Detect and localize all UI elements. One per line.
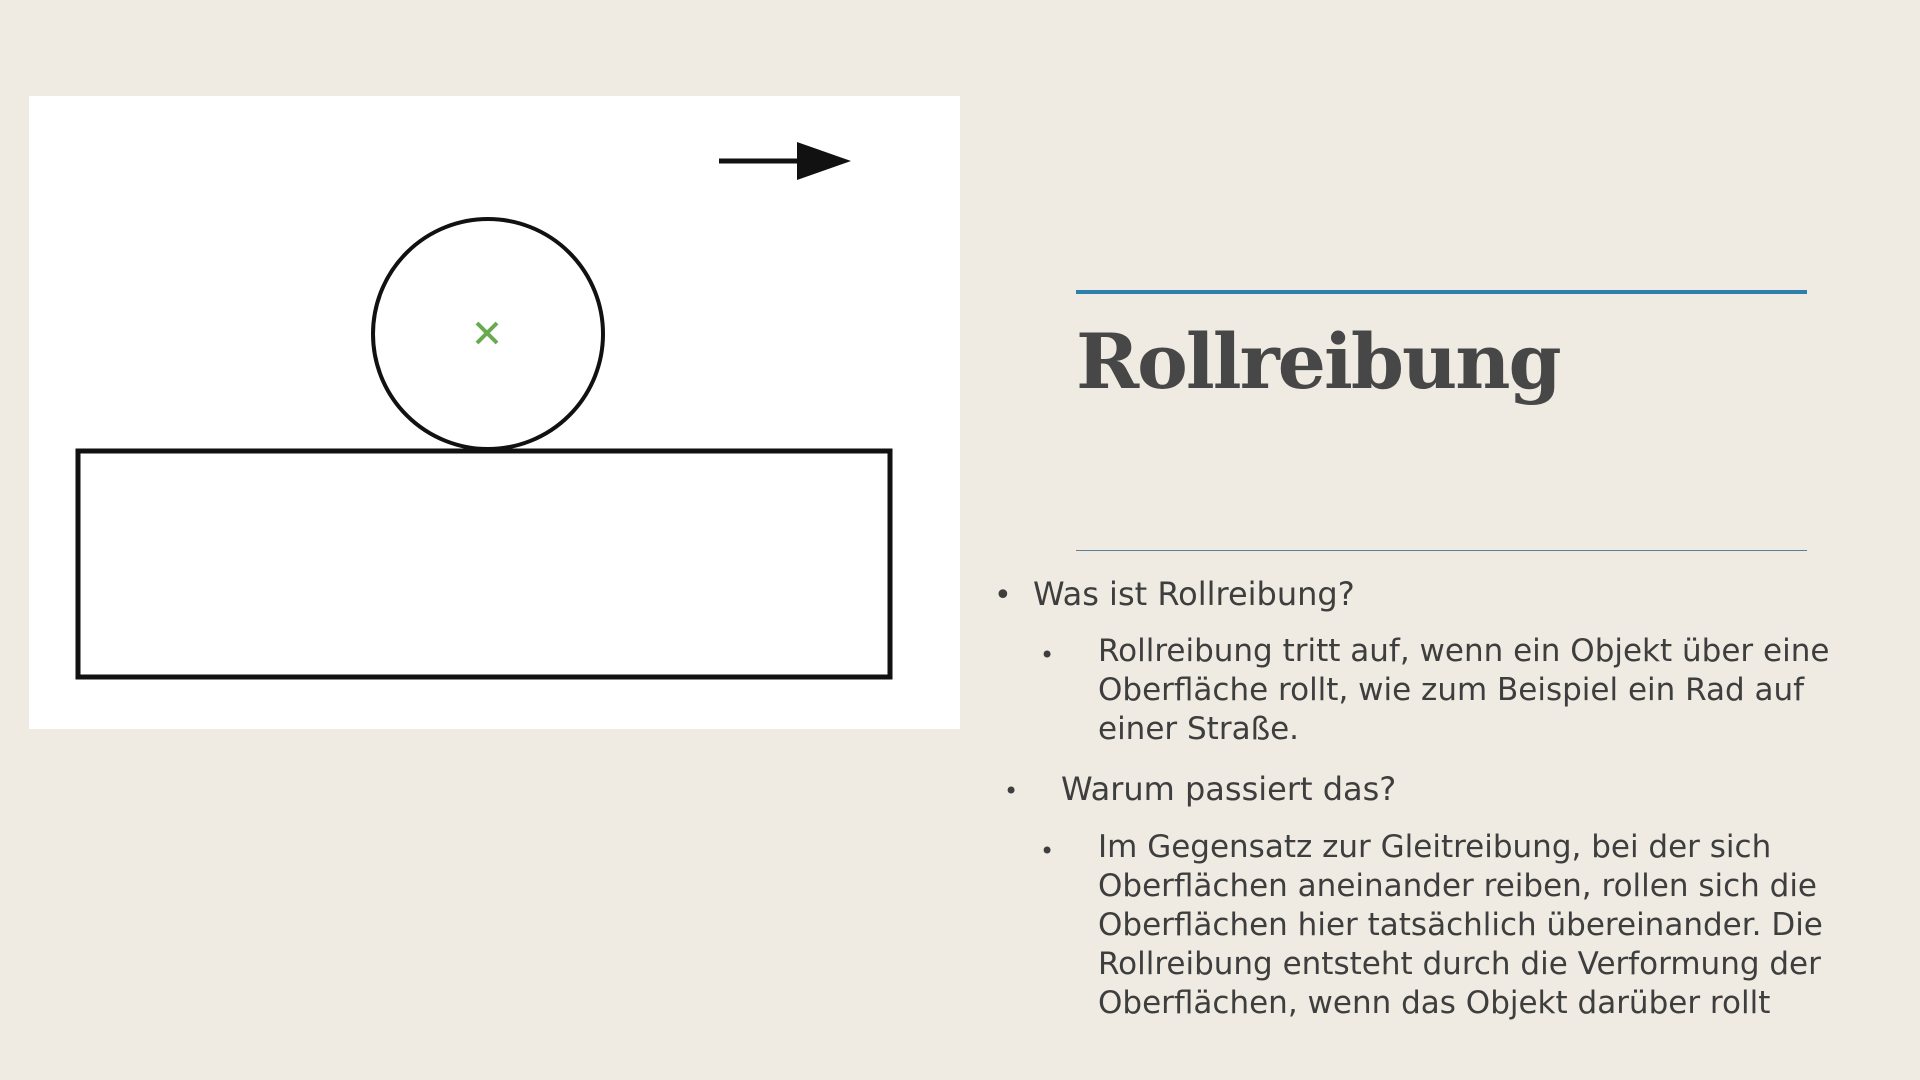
rolling-friction-illustration [29, 96, 960, 729]
bullet-what-is: Was ist Rollreibung? [1033, 575, 1355, 613]
sub-bullet-line: Rollreibung tritt auf, wenn ein Objekt ü… [1098, 633, 1830, 669]
sub-bullet-line: Oberflächen, wenn das Objekt darüber rol… [1098, 985, 1771, 1021]
ground-block [75, 448, 893, 680]
sub-bullet-line: Im Gegensatz zur Gleitreibung, bei der s… [1098, 829, 1772, 865]
sub-bullet-dot: • [1040, 837, 1055, 865]
diagram-svg [75, 142, 893, 680]
center-x-icon [475, 321, 499, 345]
sub-bullet-line: Rollreibung entsteht durch die Verformun… [1098, 946, 1821, 982]
bullet-why: Warum passiert das? [1061, 770, 1397, 808]
sub-bullet-line: Oberfläche rollt, wie zum Beispiel ein R… [1098, 672, 1805, 708]
title-rule-bottom [1076, 550, 1807, 551]
title-rule-top [1076, 290, 1807, 294]
bullet-dot: • [994, 578, 1012, 613]
bullet-dot: • [1004, 777, 1019, 805]
arrow-right-icon [797, 142, 851, 180]
slide-title: Rollreibung [1076, 317, 1562, 406]
sub-bullet-line: Oberflächen hier tatsächlich übereinande… [1098, 907, 1823, 943]
sub-bullet-line: einer Straße. [1098, 711, 1300, 747]
sub-bullet-line: Oberflächen aneinander reiben, rollen si… [1098, 868, 1818, 904]
sub-bullet-dot: • [1040, 641, 1055, 669]
